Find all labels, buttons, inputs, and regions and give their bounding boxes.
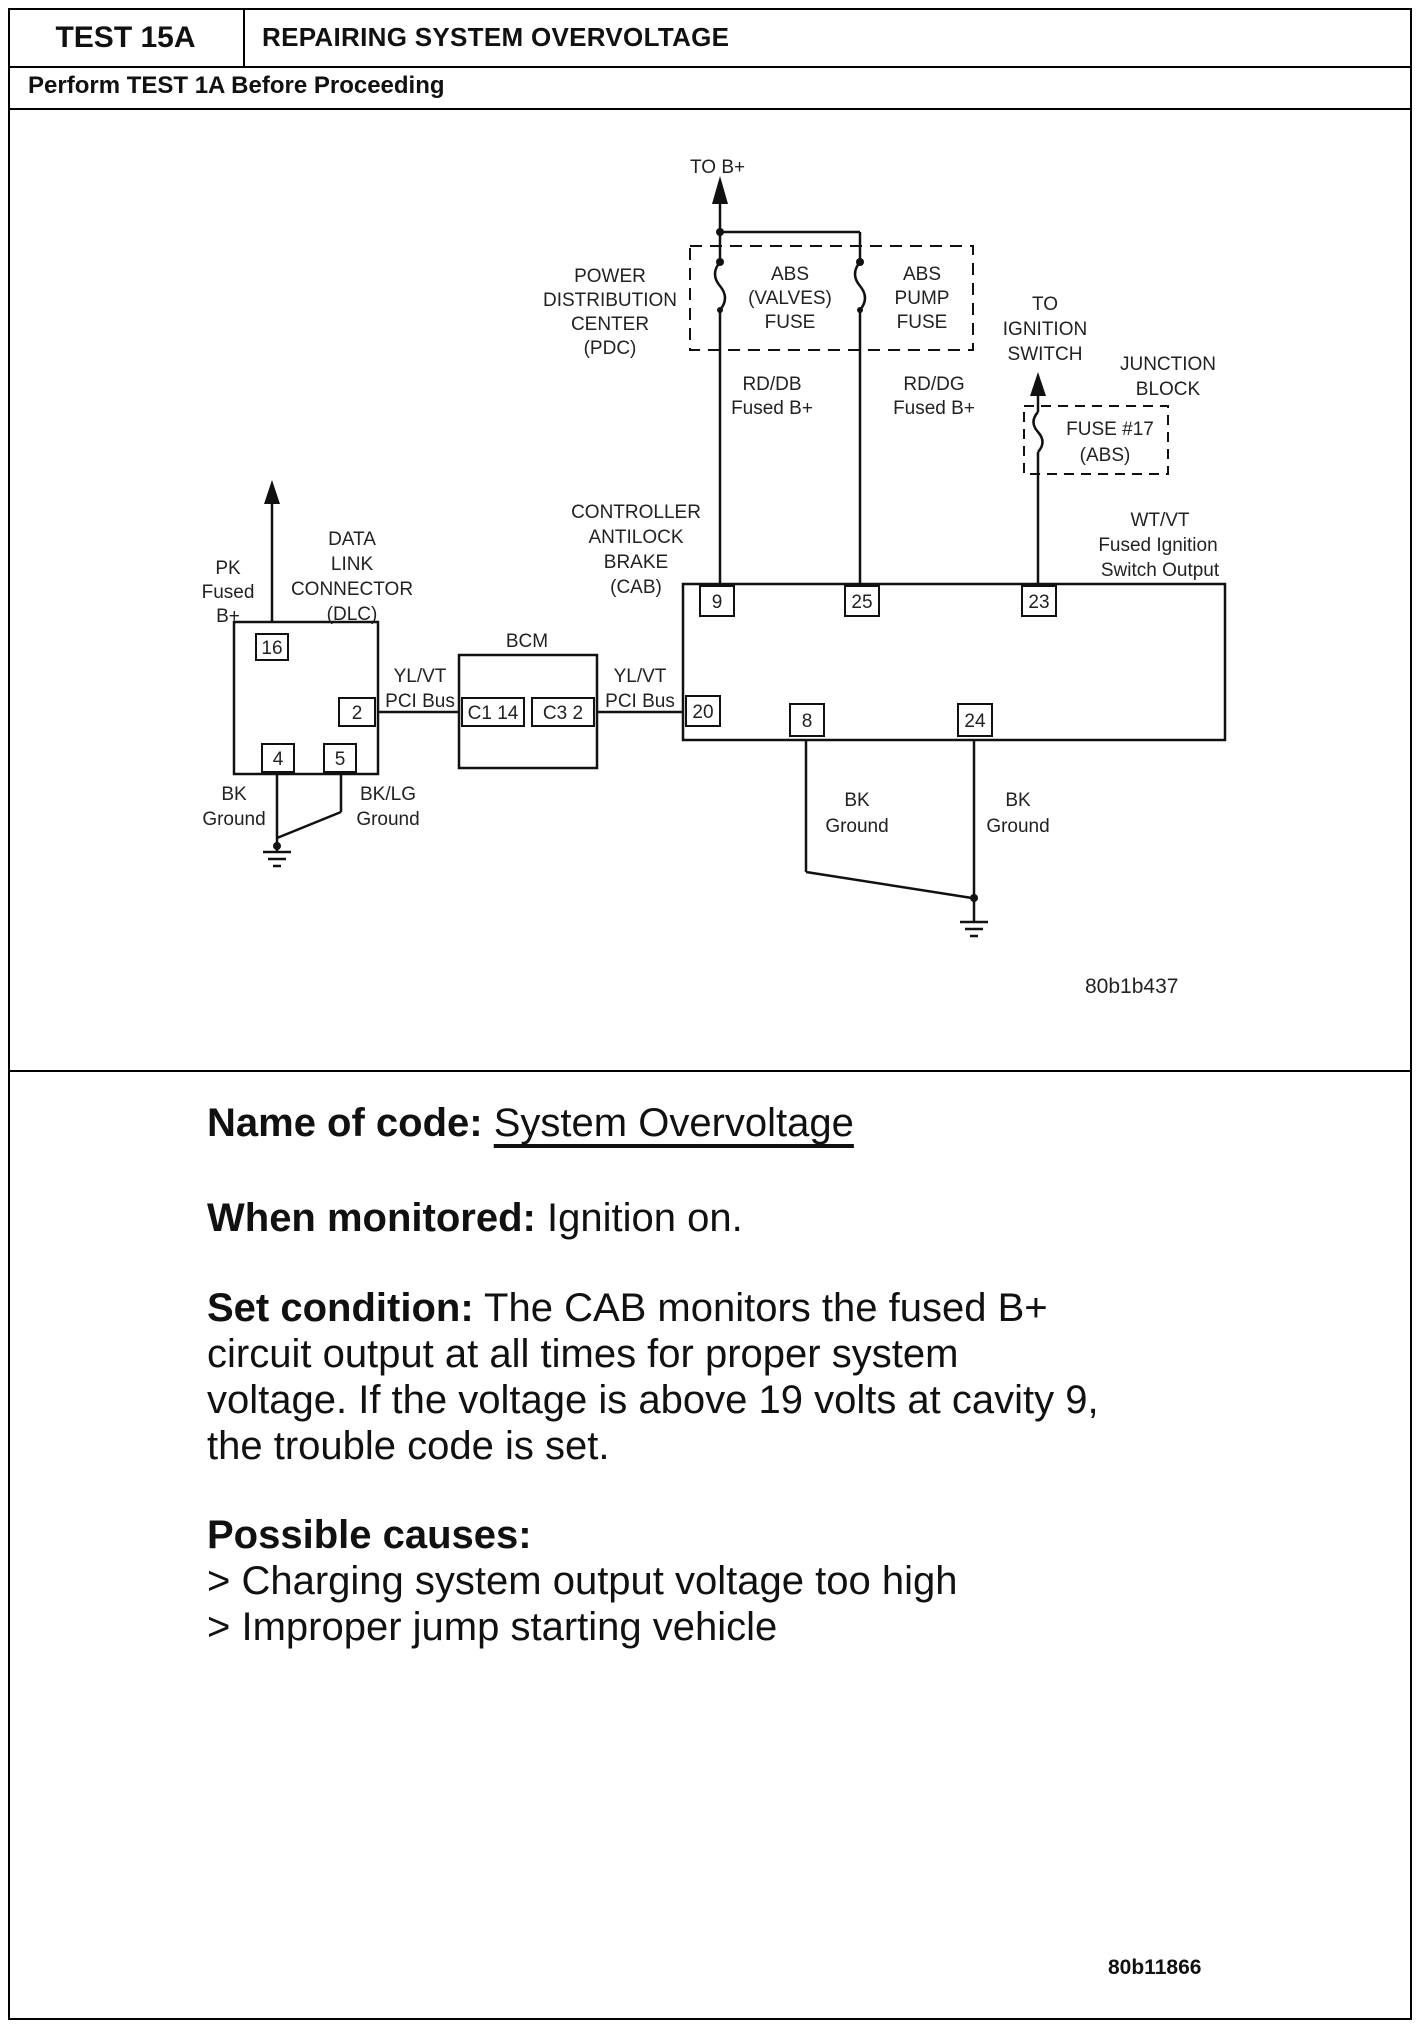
ground-bk-1: BK	[221, 784, 247, 805]
cab-pin-20: 20	[692, 702, 713, 723]
cab-label-3: BRAKE	[604, 552, 668, 573]
pdc-label-1: POWER	[574, 266, 646, 287]
cab-label-1: CONTROLLER	[571, 502, 701, 523]
pdc-label-3: CENTER	[571, 314, 649, 335]
dlc-label-4: (DLC)	[327, 604, 378, 625]
bcm-pin-c1: C1 14	[468, 703, 519, 724]
abs-valves-fuse-label-1: ABS	[771, 264, 809, 285]
ground-cab24-2: Ground	[986, 816, 1049, 837]
wire-rd-dg-1: RD/DG	[903, 374, 964, 395]
name-label: Name of code:	[207, 1101, 483, 1145]
fuse17-label-1: FUSE #17	[1066, 419, 1154, 440]
wire-rd-dg-2: Fused B+	[893, 398, 975, 419]
test-id: TEST 15A	[8, 8, 245, 68]
dlc-label-3: CONNECTOR	[291, 579, 413, 600]
dlc-pin-4: 4	[273, 749, 284, 770]
cause-item: > Improper jump starting vehicle	[207, 1605, 778, 1649]
abs-valves-fuse-label-2: (VALVES)	[748, 288, 832, 309]
monitored-value: Ignition on.	[546, 1196, 743, 1240]
ground-cab24-1: BK	[1005, 790, 1031, 811]
monitored-label: When monitored:	[207, 1196, 536, 1240]
section-divider	[8, 1070, 1412, 1072]
wire-pk-3: B+	[216, 606, 240, 627]
wire-wt-vt-2: Fused Ignition	[1098, 535, 1217, 556]
abs-valves-fuse-label-3: FUSE	[765, 312, 816, 333]
cab-label-4: (CAB)	[610, 577, 662, 598]
pdc-label-4: (PDC)	[584, 338, 637, 359]
dlc-pin-2: 2	[352, 703, 363, 724]
dlc-label-1: DATA	[328, 529, 376, 550]
set-line-3: voltage. If the voltage is above 19 volt…	[207, 1378, 1099, 1422]
causes-label: Possible causes:	[207, 1513, 532, 1557]
figure-ref: 80b1b437	[1085, 975, 1178, 998]
when-monitored: When monitored: Ignition on.	[207, 1195, 743, 1241]
pci-left-2: PCI Bus	[385, 691, 455, 712]
wire-pk-1: PK	[215, 558, 241, 579]
set-line-2: circuit output at all times for proper s…	[207, 1332, 959, 1376]
to-ignition-label-2: IGNITION	[1003, 319, 1087, 340]
set-label: Set condition:	[207, 1286, 474, 1330]
ground-cab8-1: BK	[844, 790, 870, 811]
cab-pin-9: 9	[712, 592, 723, 613]
ground-bklg-2: Ground	[356, 809, 419, 830]
pci-right-1: YL/VT	[614, 666, 667, 687]
junction-block-label-1: JUNCTION	[1120, 354, 1216, 375]
junction-block-label-2: BLOCK	[1136, 379, 1201, 400]
to-ignition-label-1: TO	[1032, 294, 1058, 315]
abs-pump-fuse-label-1: ABS	[903, 264, 941, 285]
to-ignition-label-3: SWITCH	[1008, 344, 1083, 365]
set-line-1: The CAB monitors the fused B+	[484, 1286, 1048, 1330]
cab-pin-23: 23	[1028, 592, 1049, 613]
dlc-pin-5: 5	[335, 749, 346, 770]
ground-cab8-2: Ground	[825, 816, 888, 837]
prerequisite: Perform TEST 1A Before Proceeding	[28, 72, 445, 99]
to-bplus-label: TO B+	[690, 157, 745, 178]
abs-pump-fuse-label-3: FUSE	[897, 312, 948, 333]
cab-pin-24: 24	[964, 711, 986, 732]
cab-label-2: ANTILOCK	[588, 527, 683, 548]
pci-right-2: PCI Bus	[605, 691, 675, 712]
ground-bk-2: Ground	[202, 809, 265, 830]
abs-pump-fuse-label-2: PUMP	[895, 288, 950, 309]
name-value: System Overvoltage	[493, 1101, 854, 1145]
wire-wt-vt-1: WT/VT	[1130, 510, 1189, 531]
prerequisite-row	[8, 68, 1412, 110]
wire-rd-db-1: RD/DB	[742, 374, 801, 395]
ground-bklg-1: BK/LG	[360, 784, 416, 805]
test-title: REPAIRING SYSTEM OVERVOLTAGE	[262, 22, 730, 52]
set-condition: Set condition: The CAB monitors the fuse…	[207, 1285, 1207, 1469]
name-of-code: Name of code: System Overvoltage	[207, 1100, 854, 1146]
wiring-diagram: TO B+ POWER DISTRIBUTION CENTER (PDC) AB…	[202, 157, 1227, 998]
pdc-label-2: DISTRIBUTION	[543, 290, 677, 311]
cab-pin-8: 8	[802, 711, 813, 732]
wire-pk-2: Fused	[202, 582, 255, 603]
bcm-pin-c3: C3 2	[543, 703, 583, 724]
pci-left-1: YL/VT	[394, 666, 447, 687]
set-line-4: the trouble code is set.	[207, 1424, 610, 1468]
page-frame	[8, 8, 1412, 2020]
possible-causes: Possible causes: > Charging system outpu…	[207, 1512, 1207, 1650]
bcm-label: BCM	[506, 631, 548, 652]
header-row	[8, 8, 1412, 68]
wire-wt-vt-3: Switch Output	[1101, 560, 1220, 581]
wire-rd-db-2: Fused B+	[731, 398, 813, 419]
dlc-label-2: LINK	[331, 554, 374, 575]
dlc-pin-16: 16	[261, 638, 282, 659]
cab-pin-25: 25	[851, 592, 872, 613]
cause-item: > Charging system output voltage too hig…	[207, 1559, 958, 1603]
page-ref: 80b11866	[1108, 1956, 1202, 1979]
fuse17-label-2: (ABS)	[1080, 445, 1131, 466]
